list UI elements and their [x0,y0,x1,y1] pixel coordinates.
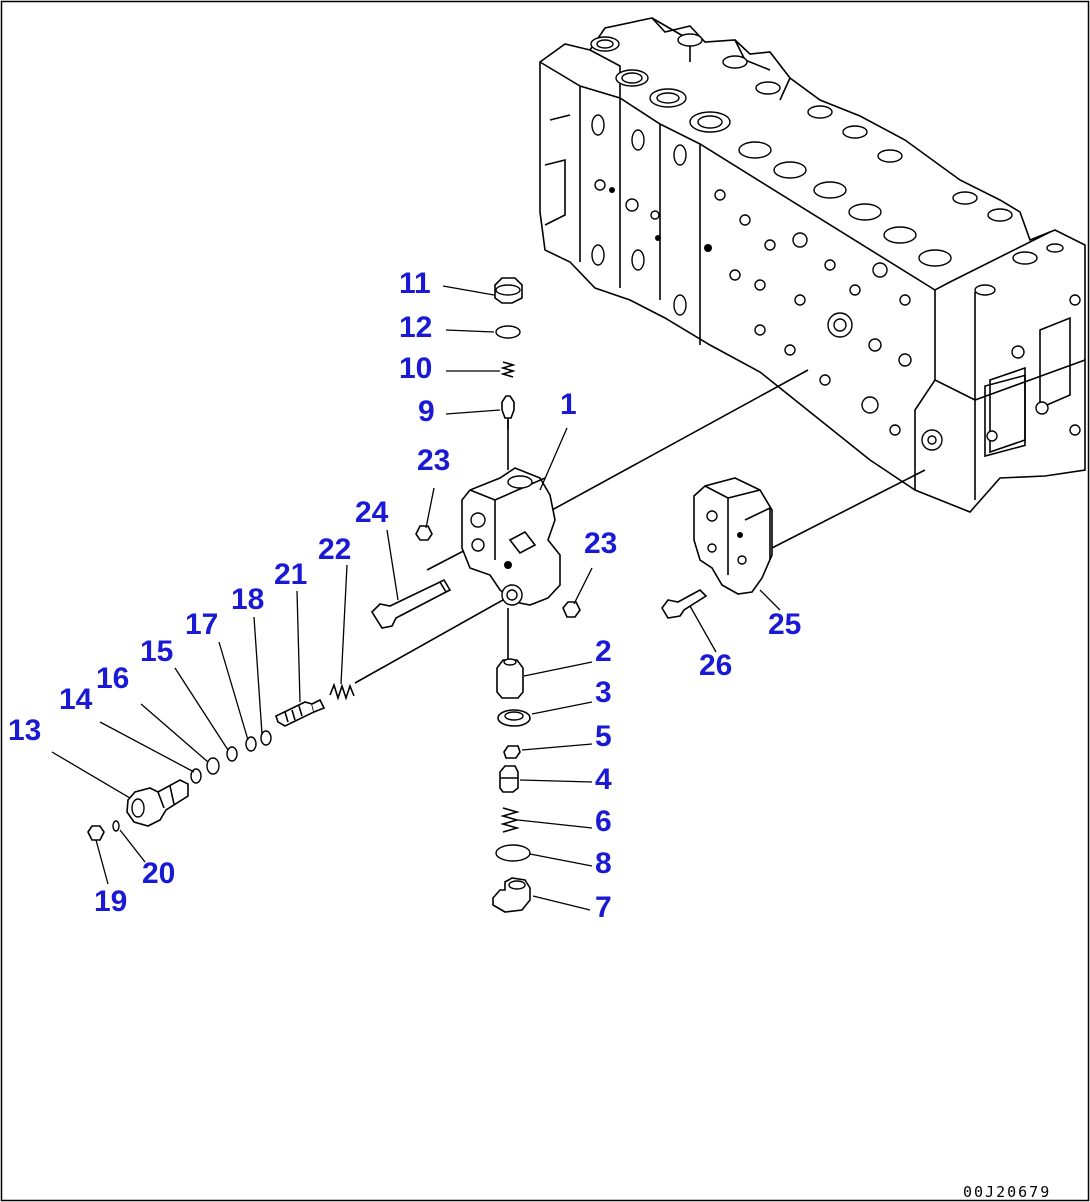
part-20-ring [112,820,120,832]
part-4-valve [499,765,519,793]
callout-23-right: 23 [584,527,617,560]
callout-23-left: 23 [417,444,450,477]
part-7-cap [492,877,531,913]
document-number: 00J20679 [963,1183,1051,1201]
part-26-bolt [661,589,708,619]
callout-18: 18 [231,583,264,616]
callout-5: 5 [595,720,612,753]
part-1-valve-block [461,467,561,606]
callout-24: 24 [355,496,389,529]
part-6-spring [500,807,520,833]
callout-21: 21 [274,558,307,591]
callout-4: 4 [595,763,612,796]
part-17-ring [245,736,257,752]
part-13-plug-fitting [126,779,189,827]
callout-22: 22 [318,533,351,566]
callout-15: 15 [140,635,173,668]
valve-side-holes [591,114,1081,451]
part-22-spring [329,682,355,701]
part-3-seal [497,709,531,727]
callout-12: 12 [399,311,432,344]
part-2-piston [496,658,524,699]
callout-26: 26 [699,649,732,682]
callout-14: 14 [59,683,93,716]
part-11-plug [494,277,523,304]
callout-17: 17 [185,608,218,641]
callout-3: 3 [595,676,612,709]
callout-1: 1 [560,388,577,421]
callout-19: 19 [94,885,127,918]
part-19-plug [87,825,105,841]
main-valve-body [539,17,1086,513]
part-23-screw-left [415,525,433,541]
part-21-spool [275,698,326,727]
part-8-o-ring [495,844,531,862]
part-24-bolt [370,578,452,629]
valve-ports [590,33,1064,296]
leader-lines [51,285,781,911]
callout-labels: 1 2 3 4 5 6 7 8 9 10 11 12 13 14 15 16 1… [8,267,801,924]
part-15-ring [226,746,238,762]
part-10-spring [500,361,516,378]
callout-6: 6 [595,805,612,838]
callout-11: 11 [399,267,431,300]
part-16-ring [206,757,220,775]
callout-20: 20 [142,857,175,890]
callout-7: 7 [595,891,612,924]
callout-8: 8 [595,847,612,880]
part-14-ring [190,768,202,784]
part-23-screw-right [562,601,581,618]
part-5-washer [503,745,521,759]
part-25-block [693,477,773,595]
part-18-ring [260,730,272,746]
callout-13: 13 [8,714,41,747]
callout-25: 25 [768,608,801,641]
part-12-o-ring [495,325,521,339]
callout-9: 9 [418,395,435,428]
callout-2: 2 [595,635,612,668]
callout-16: 16 [96,662,129,695]
callout-10: 10 [399,352,432,385]
part-9-poppet [501,395,515,430]
